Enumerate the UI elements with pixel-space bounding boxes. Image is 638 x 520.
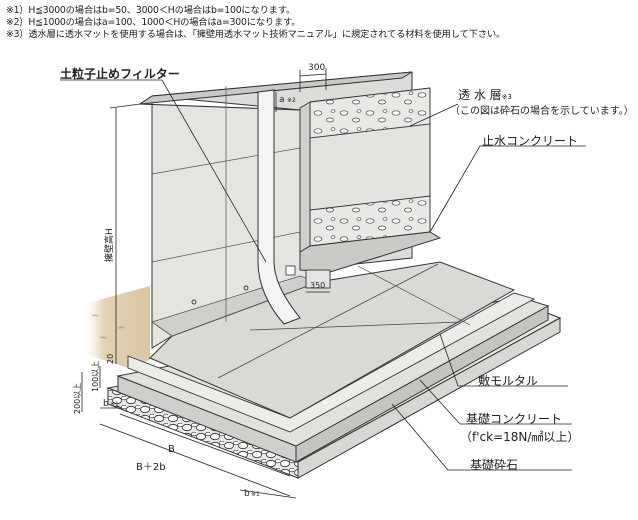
leader-lines xyxy=(60,79,586,471)
leader-filter xyxy=(60,79,267,263)
label-permeable-sub: （この図は砕石の場合を示しています。） xyxy=(450,106,634,117)
note-1: ※1）H≦3000の場合はb=50、3000＜Hの場合はb=100になります。 xyxy=(6,5,296,16)
soil-marks: 〰〰〰 xyxy=(92,313,124,342)
dim-B: B xyxy=(168,444,175,455)
label-laying-mortar: 敷モルタル xyxy=(478,374,539,388)
wall-top-edge xyxy=(139,71,413,105)
weep-hole-1 xyxy=(191,299,197,305)
label-foundation-gravel: 基礎砕石 xyxy=(470,458,519,472)
note-2: ※2）H≦1000の場合はa=100、1000＜Hの場合はa=300になります。 xyxy=(6,17,301,28)
dim-100: 100以上 xyxy=(91,361,100,392)
dim-20: 20 xyxy=(106,354,115,364)
permeable-layer-side xyxy=(299,101,311,253)
water-stop-block xyxy=(305,269,331,289)
dim-B2b: B＋2b xyxy=(136,462,166,473)
label-foundation-spec: （f'ck=18N/㎟以上） xyxy=(460,430,580,444)
soil-particle-filter xyxy=(257,89,301,325)
label-permeable-text: 透 水 層 xyxy=(458,88,502,102)
dimension-texts: 300 a ※2 350 擁壁高H 20 100以上 200以上 b ※1 B … xyxy=(73,63,325,499)
dim-200: 200以上 xyxy=(73,383,82,414)
base-slab-joint-3 xyxy=(357,265,471,326)
dim-a-mark: ※2 xyxy=(287,97,296,104)
base-slab-joint-1 xyxy=(217,263,439,379)
dim-b-left-mark: ※1 xyxy=(110,401,119,408)
foundation-gravel-end xyxy=(297,317,561,479)
water-stop-concrete xyxy=(299,231,442,273)
backfill-soil xyxy=(80,286,150,368)
svg-text:〰: 〰 xyxy=(100,335,106,342)
weep-hole-filter-box xyxy=(285,265,296,276)
leader-permeable xyxy=(409,103,459,127)
svg-text:〰: 〰 xyxy=(118,325,124,332)
dim-b-right-mark: ※1 xyxy=(251,491,260,498)
dim-a: a xyxy=(279,95,285,105)
leader-water-stop xyxy=(429,145,586,233)
dimension-lines xyxy=(81,68,330,499)
leader-foundation-gravel xyxy=(391,403,572,471)
base-slab-joint-2 xyxy=(249,321,461,331)
note-3: ※3）透水層に透水マットを使用する場合は、「擁壁用透水マット技術マニュアル」に規… xyxy=(6,29,506,40)
dim-300: 300 xyxy=(308,63,325,73)
label-foundation-concrete: 基礎コンクリート xyxy=(466,412,563,426)
leader-mortar xyxy=(439,333,568,387)
weep-hole-2 xyxy=(243,285,249,291)
dim-wall-height: 擁壁高H xyxy=(103,228,115,262)
label-water-stop-concrete: 止水コンクリート xyxy=(482,134,579,148)
laying-mortar xyxy=(127,292,536,433)
leader-foundation-concrete xyxy=(419,379,572,425)
label-filter: 土粒子止めフィルター xyxy=(60,67,180,81)
svg-text:〰: 〰 xyxy=(92,313,98,320)
dim-b-left: b xyxy=(103,399,109,409)
label-permeable-layer: 透 水 層※3 xyxy=(458,86,512,103)
dim-b-right: b xyxy=(244,489,250,499)
label-permeable-mark: ※3 xyxy=(501,93,512,101)
dim-350: 350 xyxy=(310,281,325,290)
